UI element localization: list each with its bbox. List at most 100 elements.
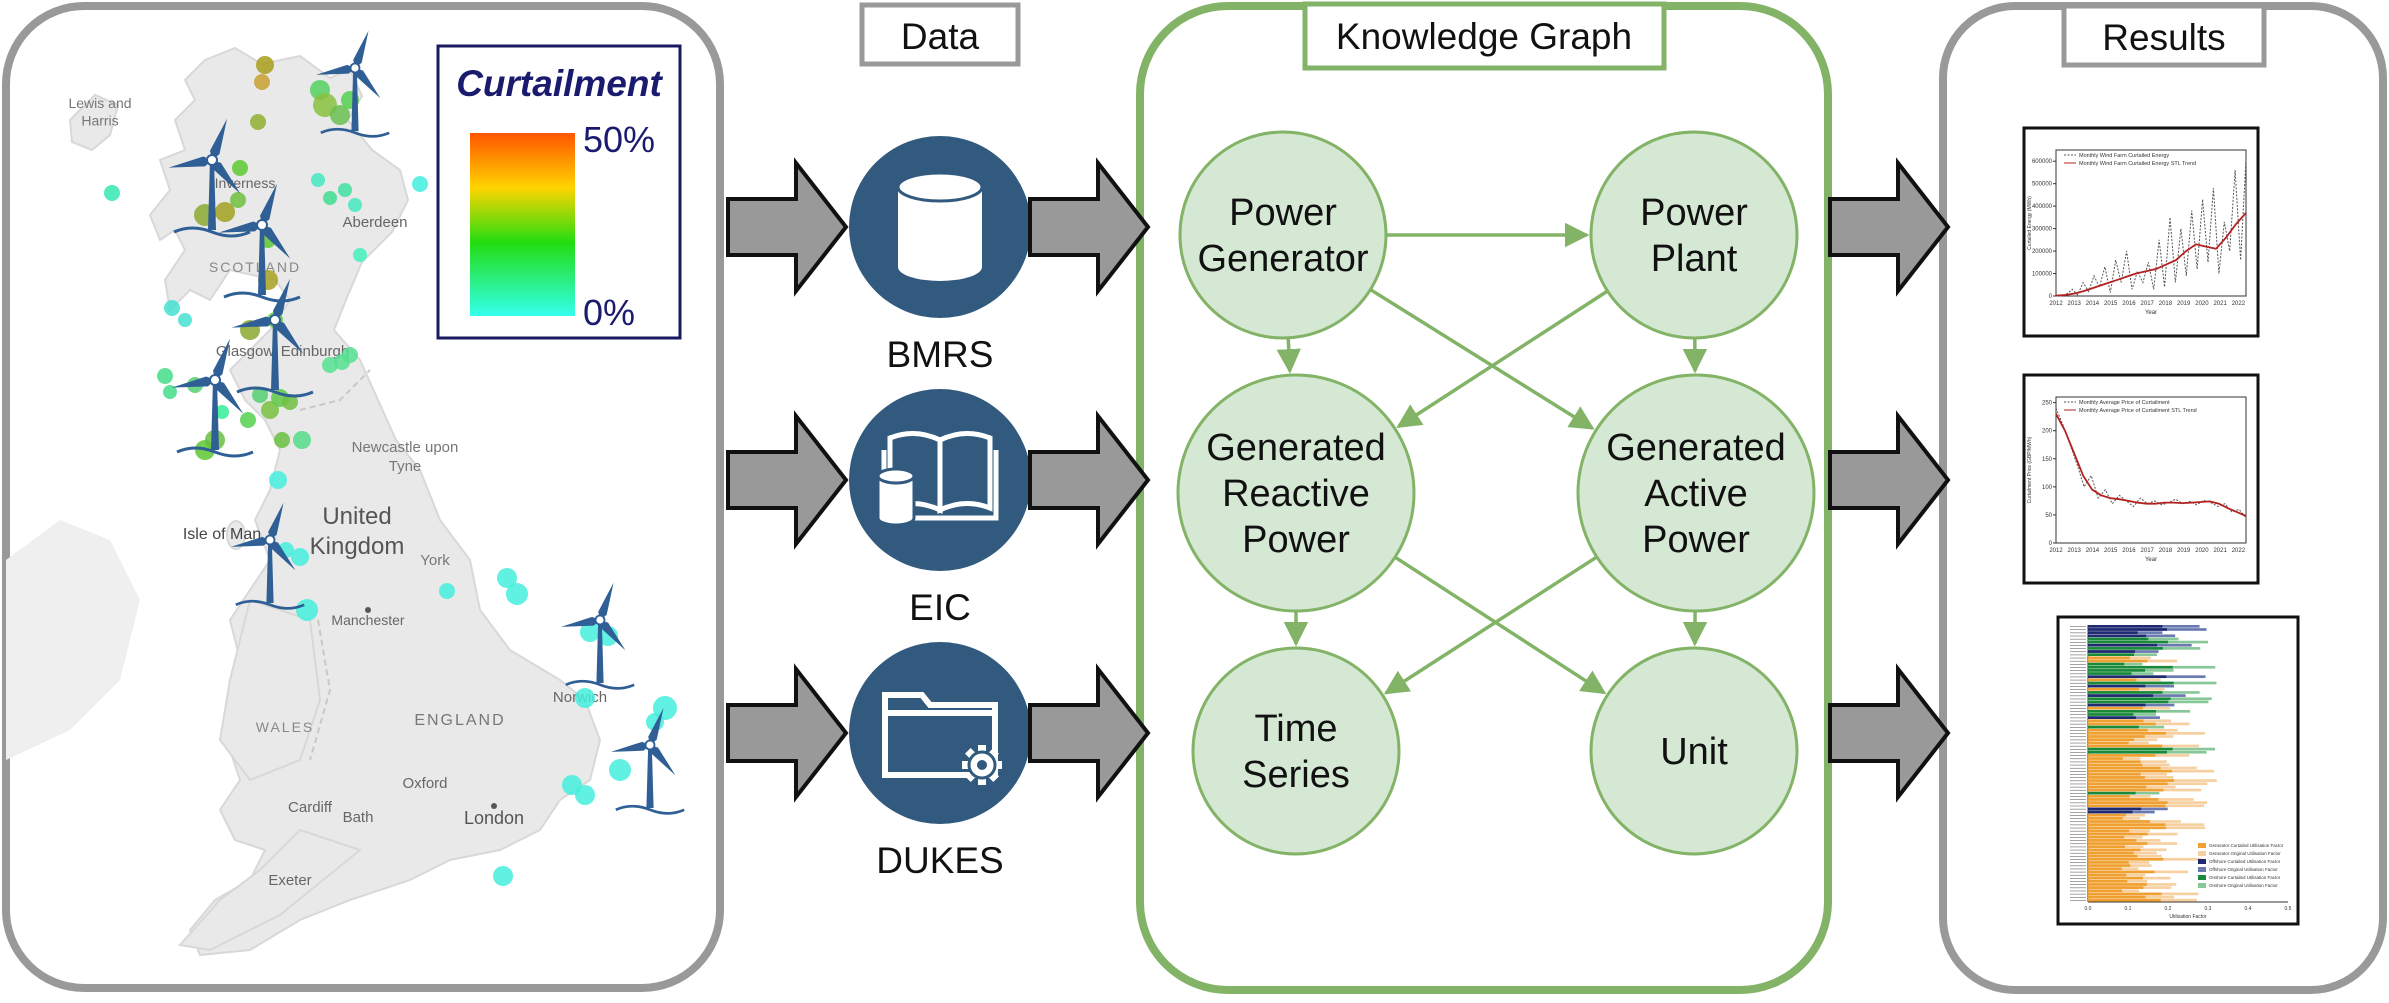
node-label: Power bbox=[1242, 519, 1350, 561]
x-tick-label: 0.2 bbox=[2165, 906, 2172, 912]
bar bbox=[2088, 833, 2148, 836]
y-axis-label: Curtailment Price (GBP/MWh) bbox=[2027, 436, 2033, 503]
node-label: Generated bbox=[1206, 427, 1386, 469]
bar bbox=[2088, 789, 2163, 792]
y-tick-label: 100000 bbox=[2032, 272, 2053, 278]
bar bbox=[2088, 726, 2139, 729]
x-tick-label: 2021 bbox=[2213, 548, 2227, 554]
map-label: Aberdeen bbox=[342, 214, 407, 231]
legend-entry: Onshore Original Utilisation Factor bbox=[2209, 883, 2278, 888]
bar bbox=[2088, 864, 2130, 867]
bar bbox=[2088, 877, 2143, 880]
bar bbox=[2088, 830, 2129, 833]
bar bbox=[2088, 704, 2146, 707]
wind-farm-marker bbox=[342, 347, 358, 363]
x-tick-label: 2016 bbox=[2122, 301, 2136, 307]
y-tick-label: 500000 bbox=[2032, 182, 2053, 188]
bar bbox=[2088, 814, 2126, 817]
bar bbox=[2088, 839, 2136, 842]
node-circle bbox=[1591, 132, 1797, 338]
data-source-label: BMRS bbox=[887, 334, 994, 375]
bar bbox=[2088, 779, 2174, 782]
bar bbox=[2088, 880, 2127, 883]
bar bbox=[2088, 634, 2146, 637]
bar bbox=[2088, 644, 2157, 647]
legend-min-label: 0% bbox=[583, 292, 635, 333]
wind-farm-marker bbox=[296, 599, 318, 621]
bar bbox=[2088, 663, 2124, 666]
y-tick-label: 150 bbox=[2042, 457, 2053, 463]
y-tick-label: 200000 bbox=[2032, 249, 2053, 255]
x-tick-label: 0.0 bbox=[2085, 906, 2092, 912]
bar bbox=[2088, 754, 2155, 757]
bar bbox=[2088, 801, 2168, 804]
legend-entry: Monthly Average Price of Curtailment bbox=[2079, 400, 2170, 406]
x-tick-label: 2013 bbox=[2068, 548, 2082, 554]
map-label: York bbox=[420, 552, 450, 569]
x-tick-label: 2019 bbox=[2177, 301, 2191, 307]
wind-farm-marker bbox=[493, 866, 513, 886]
bar bbox=[2088, 899, 2161, 902]
wind-farm-marker bbox=[250, 114, 266, 130]
x-tick-label: 0.4 bbox=[2245, 906, 2252, 912]
y-tick-label: 600000 bbox=[2032, 159, 2053, 165]
bar bbox=[2088, 628, 2167, 631]
wind-farm-marker bbox=[240, 412, 256, 428]
bar bbox=[2088, 808, 2141, 811]
data-source-label: DUKES bbox=[876, 840, 1003, 881]
bar bbox=[2088, 647, 2163, 650]
bar bbox=[2088, 697, 2171, 700]
bar bbox=[2088, 826, 2166, 829]
map-label: ENGLAND bbox=[414, 712, 505, 729]
x-tick-label: 2017 bbox=[2141, 301, 2155, 307]
y-tick-label: 100 bbox=[2042, 485, 2053, 491]
city-dot bbox=[491, 803, 497, 809]
node-label: Plant bbox=[1651, 238, 1738, 280]
bar bbox=[2088, 845, 2125, 848]
node-label: Series bbox=[1242, 754, 1350, 796]
wind-farm-marker bbox=[230, 192, 246, 208]
bar bbox=[2088, 804, 2165, 807]
legend-max-label: 50% bbox=[583, 119, 655, 160]
data-source-circle bbox=[849, 642, 1031, 824]
x-tick-label: 2020 bbox=[2195, 548, 2209, 554]
bar bbox=[2088, 625, 2162, 628]
bar bbox=[2088, 820, 2150, 823]
wind-farm-marker bbox=[439, 583, 455, 599]
bar bbox=[2088, 889, 2122, 892]
bar bbox=[2088, 786, 2146, 789]
bar bbox=[2088, 716, 2136, 719]
bar bbox=[2088, 666, 2173, 669]
wind-farm-marker bbox=[256, 56, 274, 74]
bar bbox=[2088, 672, 2132, 675]
bar bbox=[2088, 858, 2163, 861]
map-label: Cardiff bbox=[288, 799, 333, 816]
knowledge-graph-header: Knowledge Graph bbox=[1336, 16, 1632, 57]
legend-entry: Monthly Wind Farm Curtailed Energy STL T… bbox=[2079, 161, 2196, 167]
curtailment-legend: Curtailment 50% 0% bbox=[438, 46, 680, 338]
bar bbox=[2088, 842, 2147, 845]
data-source-bmrs: BMRS bbox=[849, 136, 1031, 375]
data-source-label: EIC bbox=[909, 587, 971, 628]
bar bbox=[2088, 701, 2168, 704]
bar bbox=[2088, 679, 2136, 682]
node-label: Time bbox=[1254, 708, 1337, 750]
map-label: Oxford bbox=[402, 775, 447, 792]
x-tick-label: 2020 bbox=[2195, 301, 2209, 307]
flow-arrow-icon bbox=[728, 416, 846, 544]
bar bbox=[2088, 723, 2156, 726]
x-tick-label: 0.5 bbox=[2285, 906, 2292, 912]
x-tick-label: 2016 bbox=[2122, 548, 2136, 554]
bar bbox=[2088, 638, 2148, 641]
bar bbox=[2088, 741, 2129, 744]
bar bbox=[2088, 631, 2138, 634]
flow-arrow-icon bbox=[1030, 669, 1148, 797]
bar bbox=[2088, 798, 2158, 801]
bar bbox=[2088, 694, 2153, 697]
x-tick-label: 2022 bbox=[2232, 548, 2246, 554]
bar bbox=[2088, 719, 2143, 722]
wind-farm-marker bbox=[575, 785, 595, 805]
bar bbox=[2088, 896, 2145, 899]
